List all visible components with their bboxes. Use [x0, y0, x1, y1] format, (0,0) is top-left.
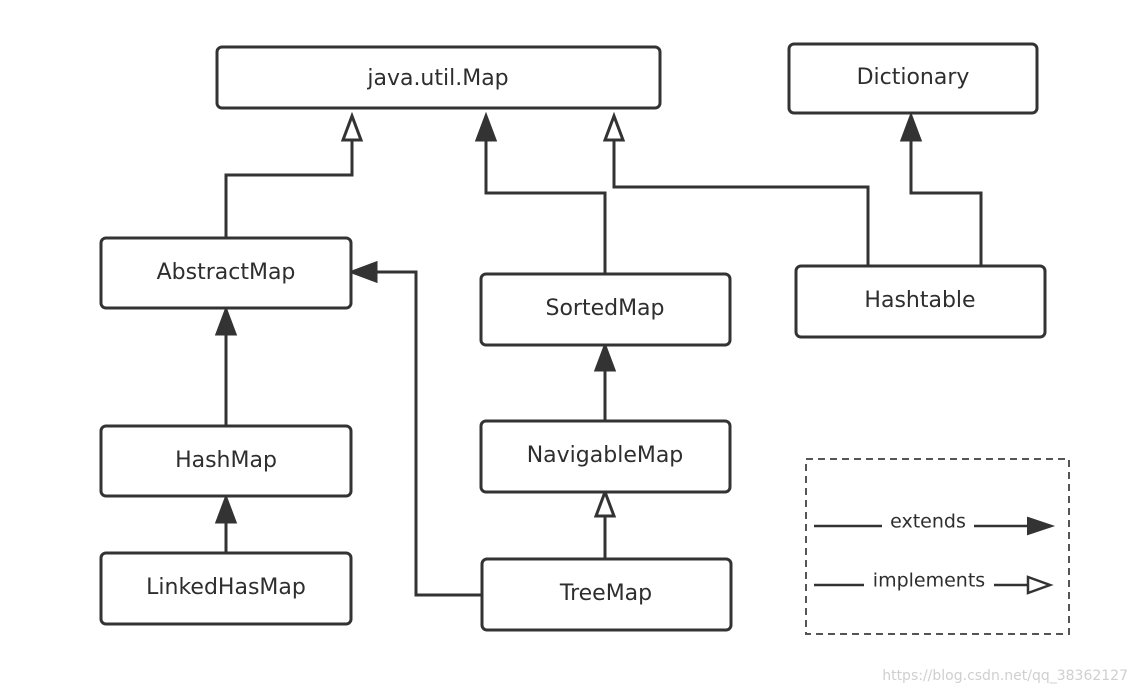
- legend-extends-label-bg: [882, 509, 974, 535]
- arrowhead-filled-sortedmap-map: [474, 111, 498, 142]
- arrowhead-filled-navigablemap-sortedmap: [593, 341, 617, 372]
- node-label-java-util-map: java.util.Map: [366, 66, 508, 91]
- arrowhead-filled-hashmap-abstractmap: [214, 305, 238, 336]
- node-treemap: TreeMap: [480, 557, 733, 632]
- node-label-hashtable: Hashtable: [864, 288, 975, 313]
- arrowhead-filled-treemap-abstractmap: [347, 260, 378, 284]
- node-java-util-map: java.util.Map: [215, 45, 662, 110]
- edge-treemap-extends-abstractmap: [376, 270, 482, 597]
- legend-border: [805, 458, 1070, 635]
- legend-implements-label-bg: [864, 568, 994, 594]
- node-label-hashmap: HashMap: [175, 448, 277, 473]
- node-label-abstractmap: AbstractMap: [157, 260, 296, 285]
- edge-hashtable-extends-dictionary: [909, 140, 983, 266]
- node-linkedhasmap: LinkedHasMap: [99, 551, 353, 626]
- node-label-navigablemap: NavigableMap: [527, 443, 684, 468]
- node-sortedmap: SortedMap: [479, 272, 732, 347]
- arrowhead-hollow-hashtable-map: [602, 111, 626, 142]
- arrowhead-hollow-abstractmap-map: [340, 111, 364, 142]
- edge-abstractmap-implements-map: [224, 140, 354, 238]
- node-navigablemap: NavigableMap: [479, 419, 732, 494]
- legend-extends-label: extends: [890, 511, 966, 533]
- node-label-treemap: TreeMap: [559, 581, 652, 606]
- legend-implements-arrow-icon: [1026, 575, 1054, 595]
- node-hashmap: HashMap: [99, 424, 353, 498]
- edges: [214, 111, 983, 597]
- node-hashtable: Hashtable: [794, 264, 1047, 339]
- legend: extends implements: [805, 458, 1070, 635]
- edge-sortedmap-extends-map: [484, 140, 607, 274]
- arrowhead-filled-hashtable-dictionary: [899, 111, 923, 142]
- edge-hashtable-implements-map: [612, 140, 870, 266]
- legend-extends-arrow-icon: [1027, 516, 1056, 536]
- node-label-sortedmap: SortedMap: [545, 296, 664, 321]
- arrowhead-hollow-treemap-navigablemap: [593, 487, 617, 518]
- node-label-dictionary: Dictionary: [857, 65, 970, 90]
- arrowhead-filled-linkedhasmap-hashmap: [214, 493, 238, 524]
- node-dictionary: Dictionary: [787, 42, 1039, 115]
- watermark-url: https://blog.csdn.net/qq_38362127: [882, 668, 1128, 684]
- node-abstractmap: AbstractMap: [99, 236, 353, 310]
- node-label-linkedhasmap: LinkedHasMap: [146, 575, 306, 600]
- legend-implements-label: implements: [873, 570, 985, 592]
